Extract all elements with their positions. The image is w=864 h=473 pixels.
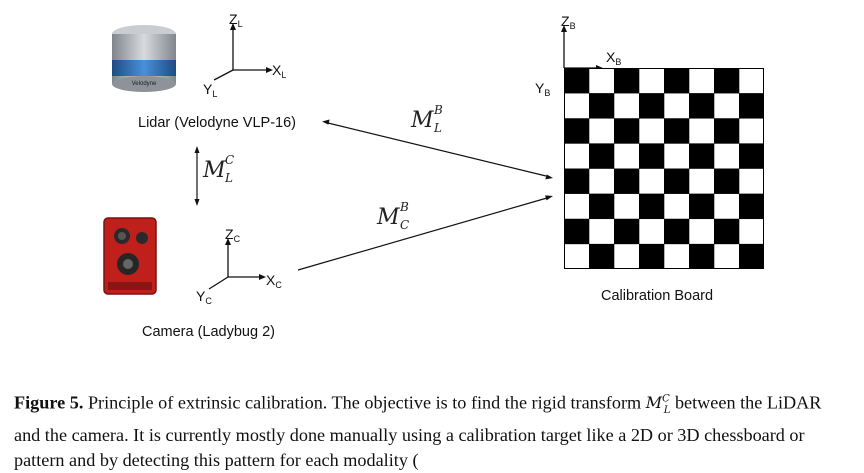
board-square bbox=[714, 168, 740, 194]
board-square bbox=[664, 168, 690, 194]
board-square bbox=[614, 68, 640, 94]
lidar-label: Lidar (Velodyne VLP-16) bbox=[138, 115, 296, 131]
arrow-lidar-board bbox=[327, 122, 547, 177]
board-square bbox=[739, 143, 764, 169]
transform-label-lidar-camera: M C L bbox=[203, 153, 235, 185]
board-label: Calibration Board bbox=[601, 288, 714, 304]
board-square bbox=[664, 118, 690, 144]
lidar-x-label: XL bbox=[272, 62, 287, 80]
arrow-camera-board bbox=[297, 197, 548, 271]
transform-label-camera-board: M B C bbox=[377, 200, 410, 232]
calibration-chessboard bbox=[564, 68, 764, 269]
board-square bbox=[564, 218, 590, 245]
camera-y-label: YC bbox=[196, 288, 212, 306]
board-square bbox=[689, 143, 715, 169]
lidar-z-label: ZL bbox=[229, 11, 243, 29]
transform-label-lidar-board: M B L bbox=[411, 103, 443, 135]
board-square bbox=[714, 118, 740, 144]
board-square bbox=[739, 93, 764, 119]
board-square bbox=[589, 143, 615, 169]
transform-arrows bbox=[194, 119, 553, 271]
board-square bbox=[714, 218, 740, 245]
camera-x-label: XC bbox=[266, 272, 282, 290]
board-y-label: YB bbox=[535, 80, 551, 98]
board-square bbox=[689, 193, 715, 220]
caption-label: Figure 5. bbox=[14, 392, 84, 413]
board-square bbox=[564, 68, 590, 94]
board-z-label: ZB bbox=[561, 13, 576, 31]
board-square bbox=[639, 143, 665, 169]
board-square bbox=[739, 193, 764, 220]
caption-math: MCL bbox=[645, 393, 671, 416]
board-square bbox=[639, 243, 665, 269]
board-square bbox=[614, 218, 640, 245]
camera-label: Camera (Ladybug 2) bbox=[142, 324, 275, 340]
board-square bbox=[739, 243, 764, 269]
board-square bbox=[589, 243, 615, 269]
board-square bbox=[689, 93, 715, 119]
board-square bbox=[639, 193, 665, 220]
board-square bbox=[564, 168, 590, 194]
board-square bbox=[589, 93, 615, 119]
lidar-axes bbox=[213, 23, 273, 81]
caption-text-before: Principle of extrinsic calibration. The … bbox=[83, 392, 646, 413]
figure-caption: Figure 5. Principle of extrinsic calibra… bbox=[14, 388, 852, 472]
board-square bbox=[689, 243, 715, 269]
caption-text-after: between the LiDAR and the camera. It is … bbox=[14, 392, 822, 470]
board-square bbox=[664, 68, 690, 94]
board-x-label: XB bbox=[606, 49, 622, 67]
camera-axes bbox=[208, 238, 266, 290]
board-square bbox=[589, 193, 615, 220]
board-square bbox=[664, 218, 690, 245]
lidar-logo: Velodyne bbox=[132, 81, 157, 87]
board-square bbox=[714, 68, 740, 94]
board-square bbox=[564, 118, 590, 144]
camera-z-label: ZC bbox=[225, 226, 241, 244]
board-square bbox=[614, 118, 640, 144]
board-square bbox=[639, 93, 665, 119]
lidar-y-label: YL bbox=[203, 81, 218, 99]
camera-device-image bbox=[103, 217, 157, 295]
lidar-device-image: Velodyne bbox=[112, 25, 176, 92]
board-square bbox=[614, 168, 640, 194]
